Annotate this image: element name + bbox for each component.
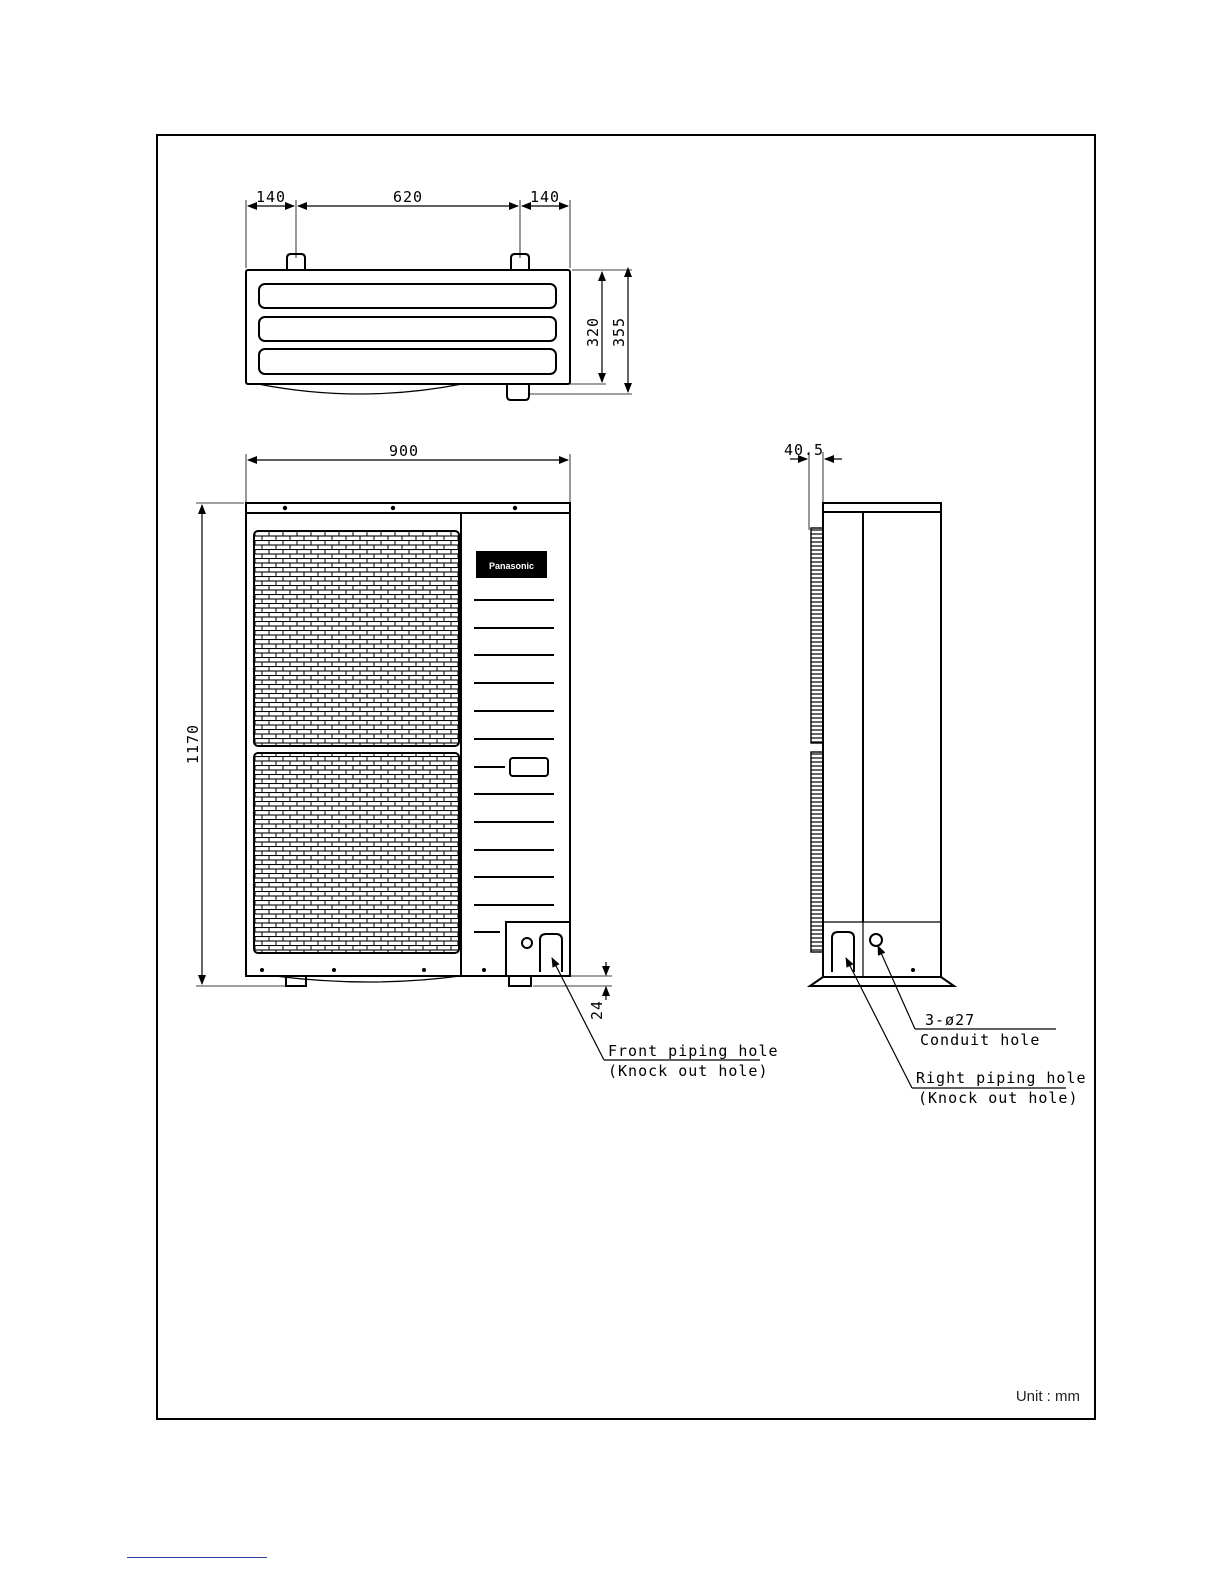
brand-logo: Panasonic <box>489 561 534 571</box>
dim-height: 1170 <box>184 724 202 764</box>
dim-width: 900 <box>389 442 419 460</box>
right-piping-hole-label: Right piping hole <box>916 1069 1087 1087</box>
dim-depth-inner: 320 <box>584 317 602 347</box>
unit-label: Unit : mm <box>1016 1388 1080 1405</box>
dim-base: 24 <box>588 1000 606 1020</box>
dim-top-left: 140 <box>256 188 286 206</box>
dim-top-center: 620 <box>393 188 423 206</box>
conduit-hole-label: Conduit hole <box>920 1031 1040 1049</box>
right-knock-out-label: (Knock out hole) <box>918 1089 1079 1107</box>
front-piping-hole-label: Front piping hole <box>608 1042 779 1060</box>
dim-depth-outer: 355 <box>610 317 628 347</box>
footer-rule <box>127 1557 267 1558</box>
top-view: 140 620 140 320 355 <box>246 188 632 400</box>
side-view: 40.5 3-ø27 Conduit hole Right piping hol… <box>784 441 1087 1107</box>
dim-offset: 40.5 <box>784 441 824 459</box>
front-view: 900 1170 Panasonic <box>184 442 779 1080</box>
dim-top-right: 140 <box>530 188 560 206</box>
conduit-size-label: 3-ø27 <box>925 1011 975 1029</box>
front-knock-out-label: (Knock out hole) <box>608 1062 769 1080</box>
